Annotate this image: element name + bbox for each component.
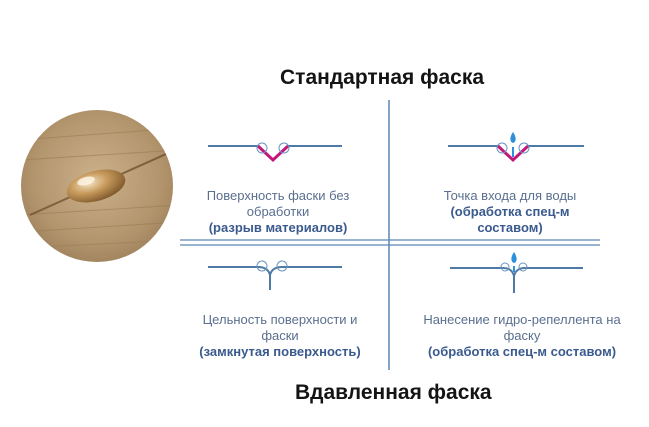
caption-sub: (замкнутая поверхность) bbox=[199, 344, 361, 359]
title-pressed-chamfer: Вдавленная фаска bbox=[295, 381, 492, 404]
caption-main: Цельность поверхности и фаски bbox=[202, 312, 358, 343]
title-standard-chamfer: Стандартная фаска bbox=[280, 66, 485, 89]
water-repellent-icon bbox=[450, 252, 583, 293]
water-entry-icon bbox=[448, 132, 584, 163]
caption-bottom-left: Цельность поверхности и фаски (замкнутая… bbox=[185, 312, 375, 360]
pressed-chamfer-icon bbox=[208, 260, 342, 290]
caption-sub: (обработка спец-м составом) bbox=[427, 344, 617, 359]
caption-main: Поверхность фаски без обработки bbox=[206, 188, 350, 219]
wood-sample-photo bbox=[21, 110, 173, 262]
caption-bottom-right: Нанесение гидро-репеллента на фаску (обр… bbox=[410, 312, 634, 360]
caption-sub: (обработка спец-м составом) bbox=[450, 204, 570, 235]
caption-top-left: Поверхность фаски без обработки (разрыв … bbox=[190, 188, 366, 236]
caption-top-right: Точка входа для воды (обработка спец-м с… bbox=[420, 188, 600, 236]
standard-chamfer-icon bbox=[208, 142, 342, 163]
caption-main: Точка входа для воды bbox=[443, 188, 577, 203]
caption-main: Нанесение гидро-репеллента на фаску bbox=[423, 312, 621, 343]
caption-sub: (разрыв материалов) bbox=[208, 220, 348, 235]
